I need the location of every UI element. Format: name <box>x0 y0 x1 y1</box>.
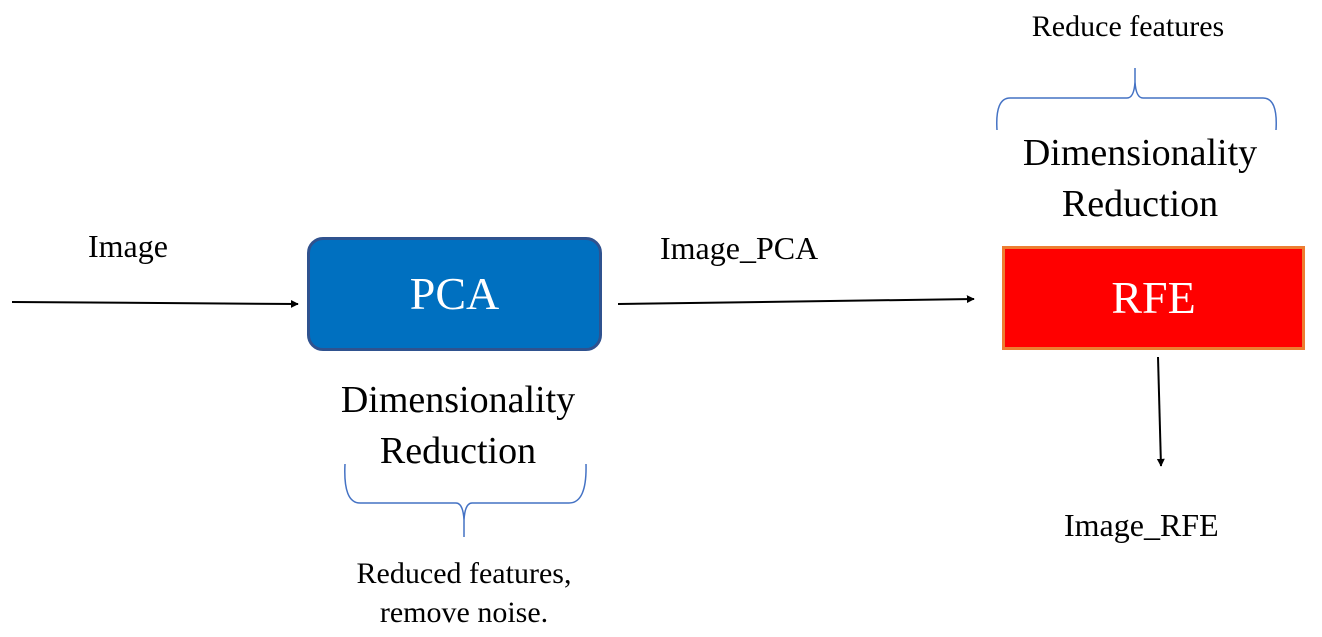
input-edge-label: Image <box>88 228 168 264</box>
input-arrow <box>11 299 299 308</box>
rfe-output-arrow <box>1156 356 1165 467</box>
pca-annotation-title-line1: Dimensionality <box>340 379 576 421</box>
pca-to-rfe-edge-label: Image_PCA <box>660 230 819 266</box>
pca-annotation-note-line1: Reduced features, <box>356 557 572 590</box>
rfe-node-label: RFE <box>1111 272 1196 323</box>
pca-node: PCA <box>307 237 602 351</box>
pca-node-label: PCA <box>409 268 500 319</box>
pca-annotation-title-line2: Reduction <box>379 430 537 472</box>
rfe-annotation-note: Reduce features <box>1031 10 1225 43</box>
rfe-brace <box>996 68 1277 131</box>
pca-annotation-note-line2: remove noise. <box>379 596 549 629</box>
rfe-annotation-title-line2: Reduction <box>1061 183 1219 225</box>
rfe-node: RFE <box>1002 246 1305 350</box>
rfe-annotation-title-line1: Dimensionality <box>1022 132 1258 174</box>
rfe-output-edge-label: Image_RFE <box>1064 507 1219 543</box>
pca-brace <box>344 463 587 537</box>
pca-to-rfe-arrow <box>617 295 975 305</box>
